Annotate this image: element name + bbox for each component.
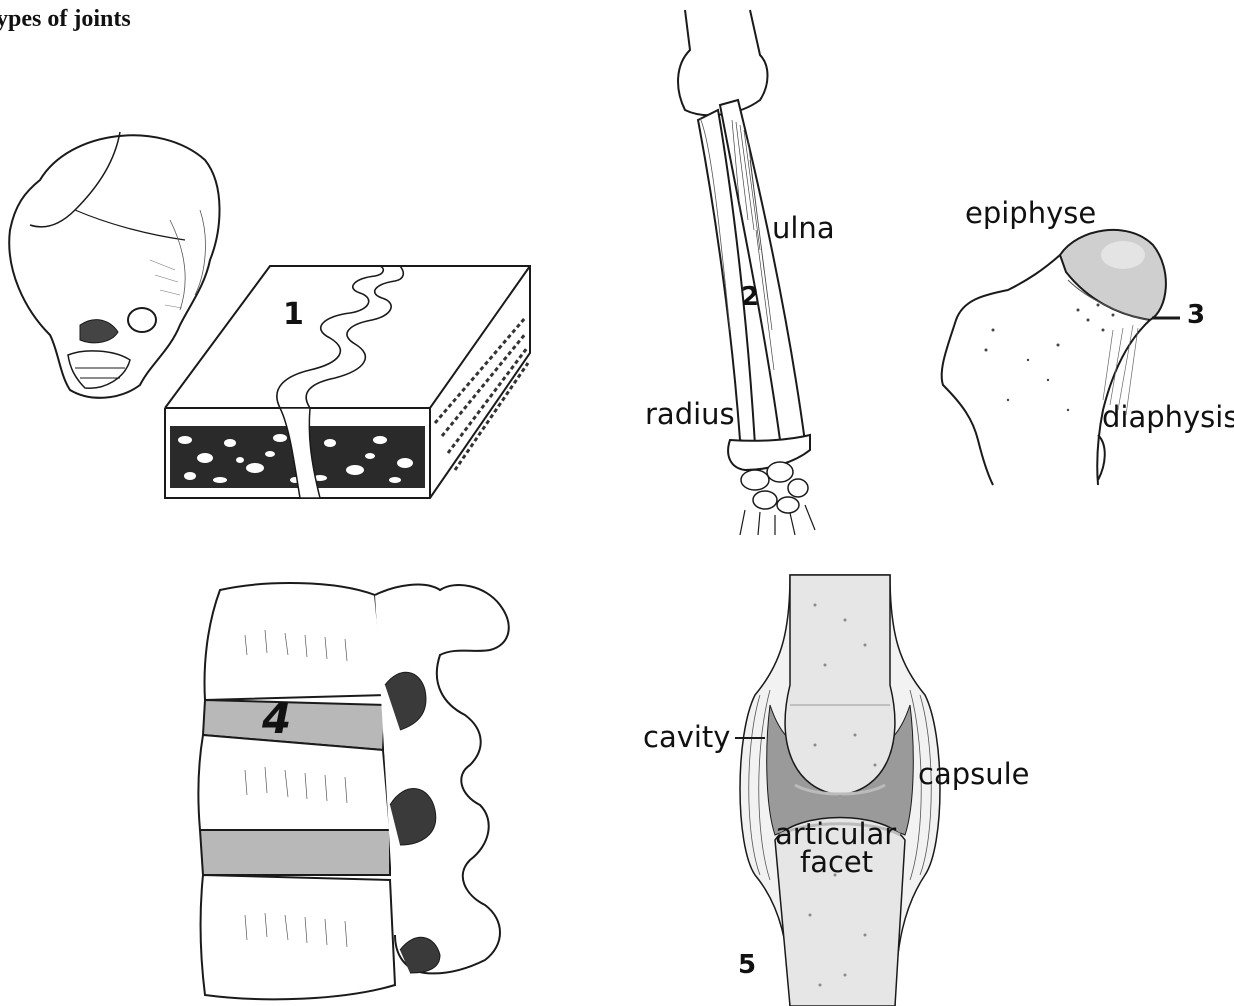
label-radius: radius (645, 400, 735, 429)
label-cavity: cavity (643, 723, 730, 752)
label-5: 5 (738, 952, 756, 978)
label-facet: facet (800, 848, 873, 877)
page-title: ypes of joints (0, 6, 131, 33)
label-3: 3 (1187, 302, 1205, 328)
pointer-line-3 (1152, 316, 1182, 320)
femur-head-illustration (938, 220, 1178, 492)
pointer-line-cavity (735, 736, 767, 740)
suture-block-illustration (160, 258, 535, 500)
label-capsule: capsule (918, 760, 1030, 789)
label-ulna: ulna (772, 214, 835, 243)
label-diaphysis: diaphysis (1102, 403, 1234, 432)
label-epiphyse: epiphyse (965, 199, 1096, 228)
label-2: 2 (741, 284, 759, 310)
synovial-joint-illustration (735, 575, 945, 1006)
forearm-bones-illustration (670, 10, 840, 535)
label-4: 4 (262, 698, 291, 740)
label-1: 1 (283, 300, 304, 330)
vertebrae-illustration (185, 575, 525, 1006)
